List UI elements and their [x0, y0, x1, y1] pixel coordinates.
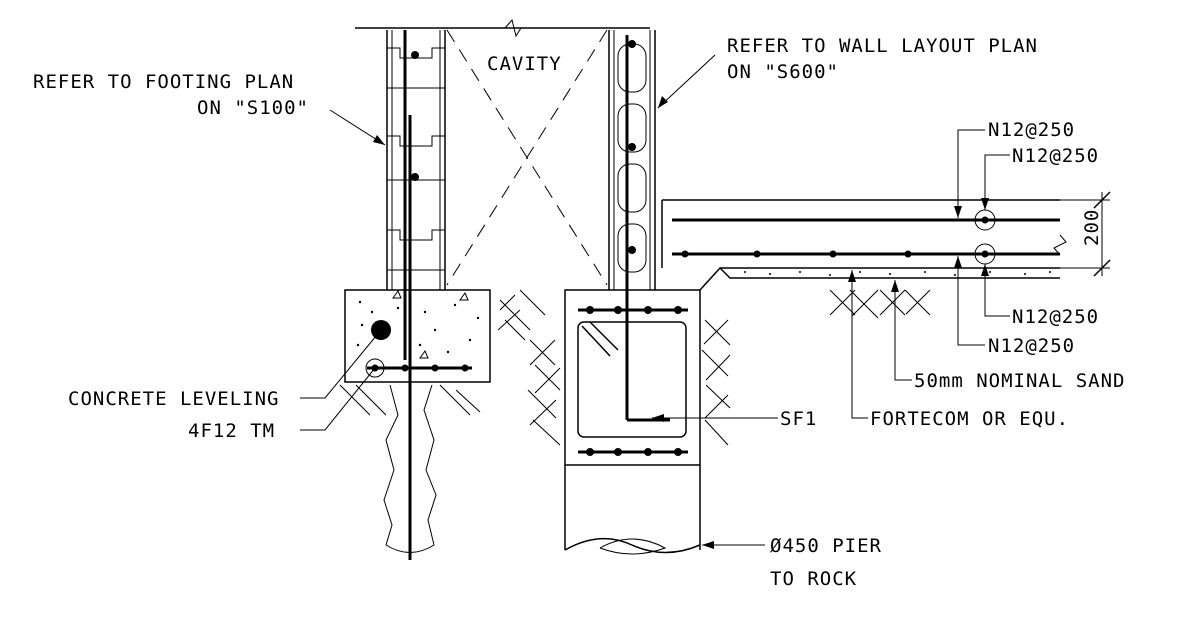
strip-footing-sf1 — [527, 289, 731, 466]
top-bar-label-1: N12@250 — [988, 119, 1075, 141]
sf1-label: SF1 — [780, 408, 817, 430]
leader-lines — [300, 54, 1010, 549]
footing-ref-line1: REFER TO FOOTING PLAN — [33, 71, 294, 93]
tm-bars-label: 4F12 TM — [188, 420, 275, 442]
bottom-bar-label-1: N12@250 — [1012, 306, 1099, 328]
membrane-label: FORTECOM OR EQU. — [870, 408, 1069, 430]
bottom-bar-label-2: N12@250 — [988, 335, 1075, 357]
left-concrete-leveling — [344, 289, 491, 383]
pier-label-line2: TO ROCK — [770, 568, 857, 590]
top-bar-label-2: N12@250 — [1012, 145, 1099, 167]
left-pier — [383, 384, 437, 553]
wall-ref-line2: ON "S600" — [727, 61, 839, 83]
sand-label: 50mm NOMINAL SAND — [914, 370, 1125, 392]
leveling-label: CONCRETE LEVELING — [68, 388, 279, 410]
wall-ref-line1: REFER TO WALL LAYOUT PLAN — [727, 35, 1038, 57]
footing-ref-line2: ON "S100" — [197, 97, 309, 119]
slab-thickness-label: 200 — [1081, 209, 1103, 246]
pier-label-line1: Ø450 PIER — [770, 535, 882, 557]
ground-slab — [661, 199, 1067, 319]
pier-450 — [564, 465, 701, 555]
slab-thickness-dimension: 200 — [1060, 191, 1111, 277]
right-block-wall — [608, 30, 670, 422]
ground-hatching-left — [339, 289, 546, 416]
cavity-label: CAVITY — [487, 53, 562, 75]
wall-cavity: CAVITY — [355, 18, 650, 286]
left-block-wall — [386, 30, 446, 560]
